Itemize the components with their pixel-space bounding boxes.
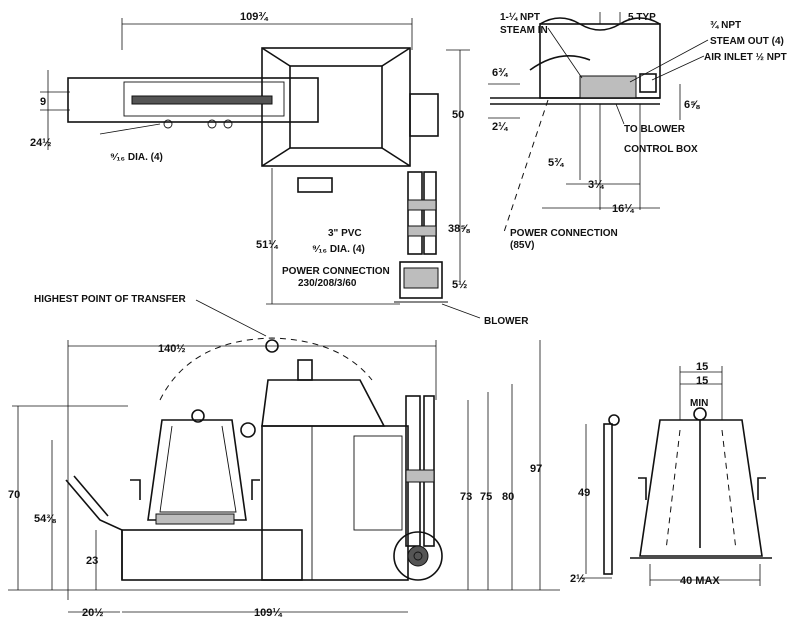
dim-73-label: 73 — [460, 491, 472, 503]
transfer-arc — [159, 337, 373, 401]
left-bottom-label: 24½ — [30, 137, 51, 149]
dim-5-label: 5½ — [452, 279, 467, 291]
hole2-label: ⁹⁄₁₆ DIA. (4) — [312, 244, 365, 255]
blower — [399, 261, 443, 299]
dim-75-label: 75 — [480, 491, 492, 503]
power-connection-line2: 230/208/3/60 — [298, 278, 357, 289]
end-post — [603, 423, 613, 575]
dim-51-label: 51¼ — [256, 239, 278, 251]
end-dim-49: 49 — [578, 487, 590, 499]
dim-97-label: 97 — [530, 463, 542, 475]
base-platform — [121, 529, 303, 581]
dim-23-label: 23 — [86, 555, 98, 567]
left-top-label: 9 — [40, 96, 46, 108]
kettle-left — [147, 419, 247, 521]
end-top-dim1: 15 — [696, 361, 708, 373]
bottom-width-label: 109¼ — [254, 607, 282, 619]
bottom-left-label: 20½ — [82, 607, 103, 619]
cabinet — [261, 425, 409, 581]
top-view: 109¾ 9 24½ ⁹⁄₁₆ DIA. (4) 50 3" — [30, 11, 529, 327]
detail-view: 1-¼ NPT STEAM IN 5 TYP ¾ NPT STEAM OUT (… — [488, 12, 787, 251]
detail-power-line2: (85V) — [510, 240, 534, 251]
steam-out-line1: ¾ NPT — [710, 20, 741, 31]
end-dim-2: 2½ — [570, 573, 585, 585]
steam-manifold — [579, 75, 637, 99]
to-blower-line1: TO BLOWER — [624, 124, 686, 135]
max-label: 40 MAX — [680, 575, 720, 587]
transfer-label: HIGHEST POINT OF TRANSFER — [34, 294, 186, 305]
to-blower-line2: CONTROL BOX — [624, 144, 698, 155]
end-view: 49 2½ 15 15 MIN 40 MAX — [570, 361, 772, 587]
dim-70-label: 70 — [8, 489, 20, 501]
side-view: HIGHEST POINT OF TRANSFER 140½ — [8, 294, 560, 619]
boom-slot — [131, 95, 273, 105]
dim-54-label: 54⅜ — [34, 513, 56, 525]
hood — [261, 379, 386, 427]
hole-label: ⁹⁄₁₆ DIA. (4) — [110, 152, 163, 163]
top-height-label: 50 — [452, 109, 464, 121]
detail-dim-6: 6¾ — [492, 67, 508, 79]
boom-arm — [67, 77, 319, 123]
detail-dim-2: 2¼ — [492, 121, 508, 133]
dim-80-label: 80 — [502, 491, 514, 503]
side-width-label: 140½ — [158, 343, 186, 355]
detail-power-line1: POWER CONNECTION — [510, 228, 618, 239]
wheel — [393, 531, 443, 581]
air-inlet-label: AIR INLET ½ NPT — [704, 52, 787, 63]
steam-out-line2: STEAM OUT (4) — [710, 36, 784, 47]
blower-label: BLOWER — [484, 316, 529, 327]
dim-38-label: 38⅝ — [448, 223, 470, 235]
typ-label: 5 TYP — [628, 12, 656, 23]
detail-dim-5q: 5¾ — [548, 157, 564, 169]
detail-dim-right: 6⅝ — [684, 99, 700, 111]
steam-in-line2: STEAM IN — [500, 25, 548, 36]
detail-dim-16: 16¼ — [612, 203, 634, 215]
top-width-label: 109¾ — [240, 11, 268, 23]
tank-inner — [289, 65, 383, 149]
min-label: MIN — [690, 398, 708, 409]
detail-dim-3: 3¼ — [588, 179, 604, 191]
kettle-front — [639, 419, 763, 557]
handle-bar — [65, 479, 123, 580]
steam-in-line1: 1-¼ NPT — [500, 12, 540, 23]
end-top-dim2: 15 — [696, 375, 708, 387]
power-connection-line1: POWER CONNECTION — [282, 266, 390, 277]
pvc-label: 3" PVC — [328, 228, 362, 239]
